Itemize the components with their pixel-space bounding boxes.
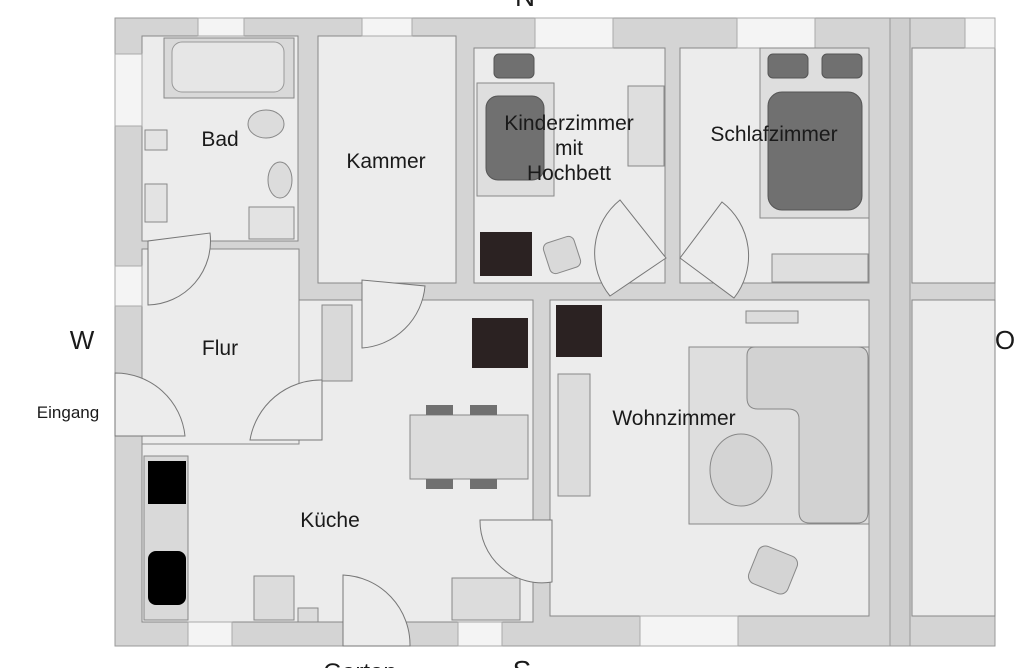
- compass-north: N: [515, 0, 535, 12]
- kinder-pillow: [493, 53, 535, 79]
- sink: [247, 109, 285, 139]
- kitchen-hob: [148, 461, 186, 504]
- bathtub-inner: [171, 41, 285, 93]
- bath-cabinet-b: [144, 183, 168, 223]
- door-bad: [147, 232, 211, 306]
- double-bed-mattress: [767, 91, 863, 211]
- sofa: [746, 346, 869, 524]
- kitchen-cabinet-a: [253, 575, 295, 621]
- right-wall-strip: [889, 17, 911, 647]
- hochbett-mattress: [485, 95, 545, 181]
- room-label-kueche: Küche: [300, 509, 360, 532]
- kitchen-cabinet-b: [297, 607, 319, 623]
- door-wohn: [479, 519, 553, 584]
- room-label-kinderzimmer-line2: mit: [555, 137, 583, 160]
- wardrobe: [771, 253, 869, 283]
- kinder-shelf: [627, 85, 665, 167]
- wohn-stove: [556, 305, 602, 357]
- windows: [114, 17, 996, 647]
- room-label-wohnzimmer: Wohnzimmer: [612, 407, 735, 430]
- door-eingang: [114, 372, 186, 437]
- door-kammer: [361, 279, 426, 349]
- kitchen-sink: [148, 551, 186, 605]
- room-label-kammer: Kammer: [346, 150, 425, 173]
- label-eingang: Eingang: [37, 403, 99, 422]
- kueche-stove: [472, 318, 528, 368]
- room-label-bad: Bad: [201, 128, 238, 151]
- kueche-shelf: [321, 304, 353, 382]
- door-schlaf: [679, 201, 750, 299]
- kitchen-cabinet-c: [451, 577, 521, 621]
- bath-cabinet-c: [248, 206, 295, 240]
- compass-south: S: [513, 655, 532, 668]
- neighbour-room-bottom: [911, 299, 996, 617]
- pillow-right: [821, 53, 863, 79]
- neighbour-room-top: [911, 47, 996, 284]
- wohn-sideboard: [557, 373, 591, 497]
- door-kinder: [594, 199, 667, 297]
- compass-west: W: [70, 325, 95, 355]
- room-label-kinderzimmer-line1: Kinderzimmer: [504, 112, 634, 135]
- door-garten: [342, 574, 411, 647]
- room-label-schlafzimmer: Schlafzimmer: [710, 123, 837, 146]
- dining-chairs: [426, 405, 497, 489]
- door-flur-kueche: [249, 379, 323, 441]
- room-label-kinderzimmer-line3: Hochbett: [527, 162, 611, 185]
- wohn-shelf-small: [745, 310, 799, 324]
- room-label-flur: Flur: [202, 337, 238, 360]
- bath-cabinet-a: [144, 129, 168, 151]
- pillow-left: [767, 53, 809, 79]
- dining-table: [409, 414, 529, 480]
- kinder-stove: [480, 232, 532, 276]
- kinder-chair: [542, 235, 582, 275]
- label-garten: Garten: [323, 659, 396, 668]
- coffee-table: [709, 433, 773, 507]
- wohn-chair: [747, 545, 799, 595]
- compass-east: O: [995, 325, 1015, 355]
- toilet: [267, 161, 293, 199]
- doors: [114, 199, 750, 647]
